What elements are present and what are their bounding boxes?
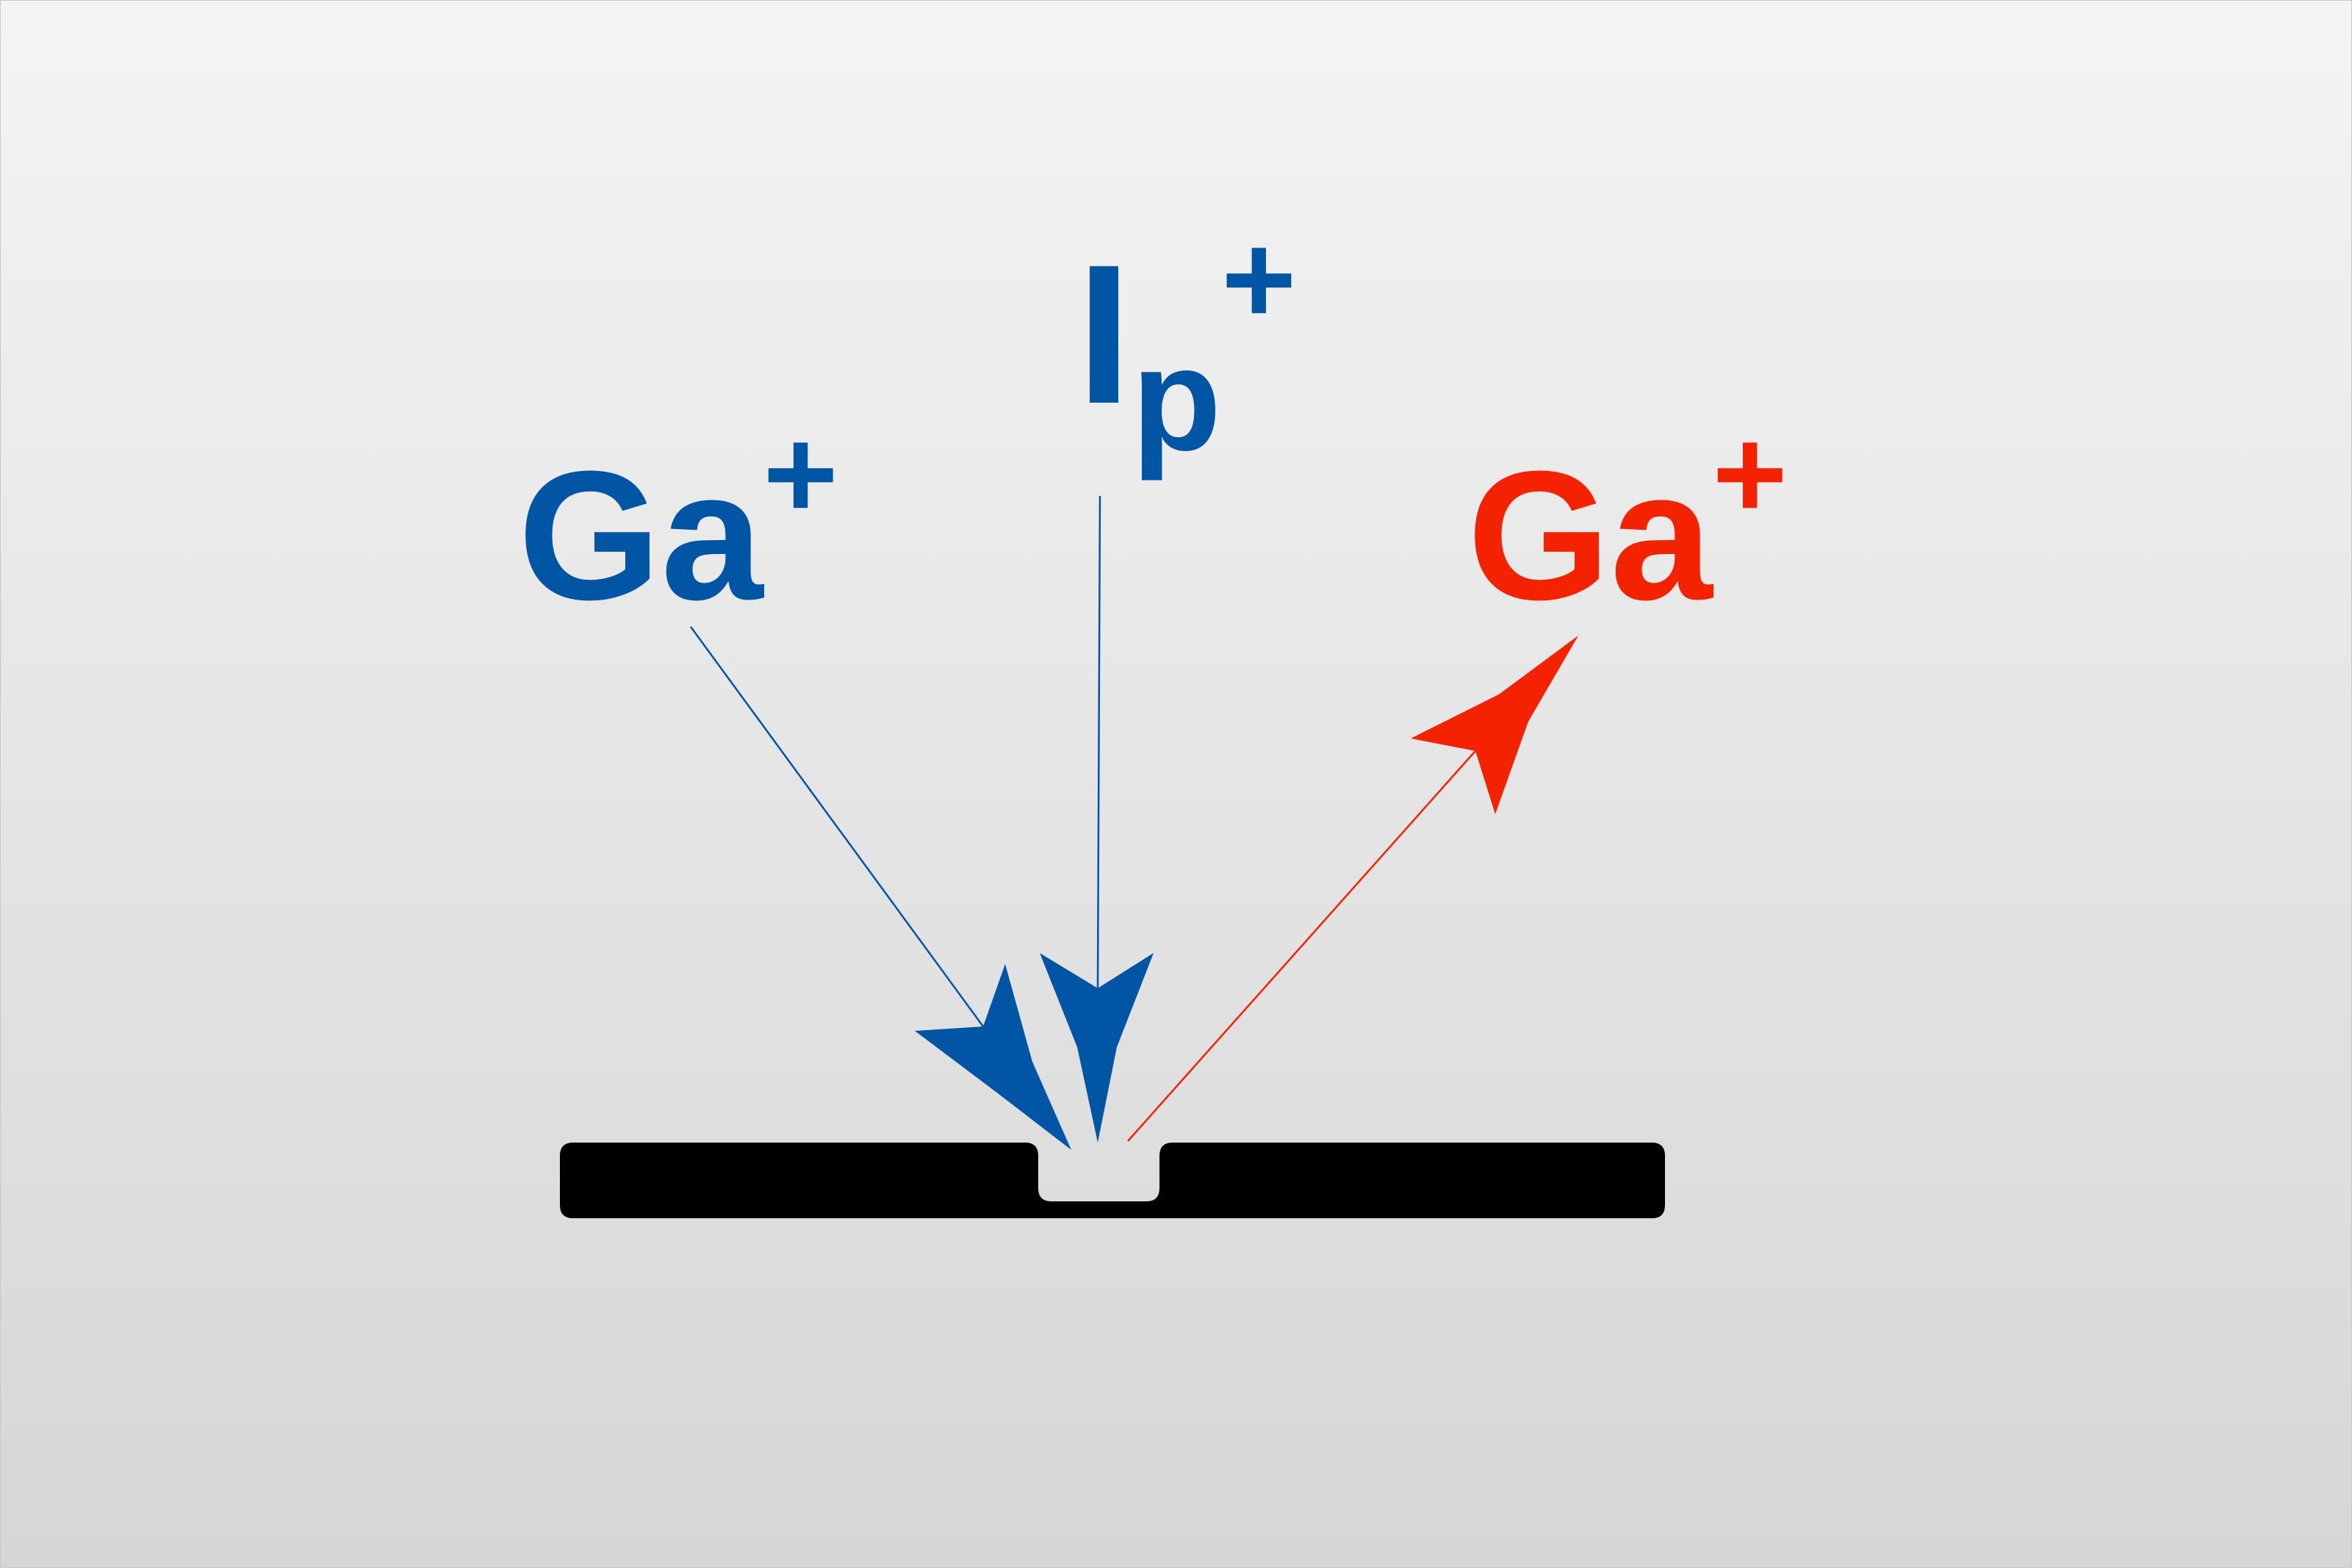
ga-incoming-label-sup: + [763, 403, 838, 546]
sample-surface [560, 1143, 1665, 1218]
ip-label-sub: p [1132, 317, 1221, 481]
ga-scattered-label-sup: + [1713, 403, 1788, 546]
ip-incoming-arrow [1040, 495, 1154, 1143]
ga-scattered-label-base: Ga [1467, 433, 1713, 638]
ip-label: Ip+ [1076, 208, 1296, 481]
ip-label-base: I [1076, 224, 1132, 445]
ip-label-sup: + [1221, 208, 1296, 351]
ga-incoming-label: Ga+ [518, 403, 838, 638]
ga-scattered-arrow [1127, 636, 1578, 1142]
ga-incoming-arrow [689, 626, 1071, 1150]
ga-incoming-label-base: Ga [518, 433, 764, 638]
ga-scattered-label: Ga+ [1467, 403, 1788, 638]
